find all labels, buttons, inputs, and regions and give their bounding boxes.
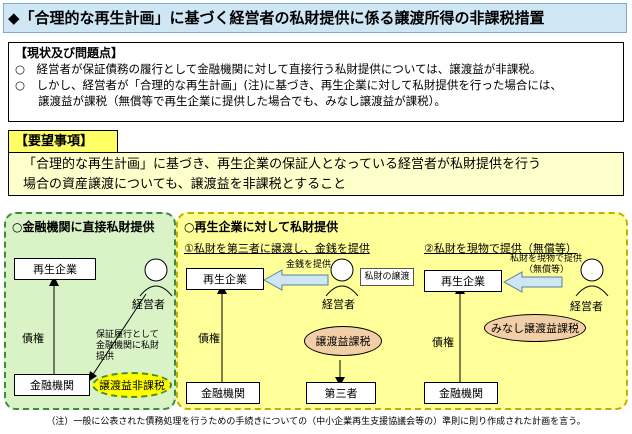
case1-claim-label: 債権	[198, 332, 220, 345]
left-manager-label: 経営者	[132, 298, 165, 311]
request-line-2: 場合の資産譲渡についても、譲渡益を非課税とすること	[23, 177, 347, 192]
status-header: 【現状及び問題点】	[15, 46, 124, 60]
right-panel	[176, 212, 628, 410]
left-panel-title: ○金融機関に直接私財提供	[12, 220, 155, 234]
right-panel-title: ○再生企業に対して私財提供	[184, 220, 339, 234]
case1-bank-box: 金融機関	[186, 382, 260, 404]
left-guarantee-note-1: 保証履行として	[96, 330, 159, 340]
status-line-2: ○ しかし、経営者が「合理的な再生計画」(注)に基づき、再生企業に対して私財提供…	[15, 78, 562, 92]
case1-money-label: 金銭を提供	[286, 260, 332, 270]
case2-inkind-label-1: 私財を現物で提供	[510, 254, 583, 264]
case2-company-box: 再生企業	[424, 270, 502, 292]
case1-sale-label: 私財の譲渡	[360, 268, 414, 286]
left-provision-line	[91, 293, 147, 377]
footnote: （注）一般に公表された債務処理を行うための手続きについての（中小企業再生支援協議…	[46, 417, 586, 427]
case2-bank-box: 金融機関	[424, 382, 498, 404]
case2-inkind-label-2: （無償等）	[524, 265, 570, 275]
case2-inkind-arrow	[502, 271, 563, 293]
left-guarantee-note-2: 金融機関に私財	[96, 341, 160, 351]
case2-manager-label: 経営者	[570, 300, 603, 313]
left-badge-tax-exempt: 譲渡益非課税	[92, 372, 172, 398]
status-section: 【現状及び問題点】 ○ 経営者が保証債務の履行として金融機関に対して直接行う私財…	[8, 42, 624, 122]
left-claim-arrowhead	[49, 276, 59, 286]
case1-title: ①私財を第三者に譲渡し、金銭を提供	[184, 242, 370, 255]
case1-manager-icon	[325, 258, 359, 297]
left-provision-arrowhead	[88, 371, 97, 382]
page-title: ◆「合理的な再生計画」に基づく経営者の私財提供に係る譲渡所得の非課税措置	[3, 3, 627, 33]
case1-sale-arrowhead	[335, 377, 345, 386]
request-line-1: 「合理的な再生計画」に基づき、再生企業の保証人となっている経営者が私財提供を行う	[23, 157, 542, 172]
left-bank-box: 金融機関	[14, 374, 90, 396]
left-company-box: 再生企業	[14, 258, 96, 280]
case1-third-party-box: 第三者	[306, 382, 376, 404]
case2-title: ②私財を現物で提供（無償等）	[424, 242, 577, 255]
left-claim-label: 債権	[22, 332, 44, 345]
status-line-1: ○ 経営者が保証債務の履行として金融機関に対して直接行う私財提供については、譲渡…	[15, 62, 542, 76]
left-manager-icon	[139, 258, 173, 297]
case2-badge-deemed-taxed: みなし譲渡益課税	[484, 314, 586, 342]
request-label: 【要望事項】	[8, 130, 118, 154]
case1-badge-taxed: 譲渡益課税	[304, 326, 382, 356]
status-line-3: 譲渡益が課税（無償等で再生企業に提供した場合でも、みなし譲渡益が課税）。	[15, 94, 446, 108]
case2-manager-icon	[575, 258, 609, 297]
case1-manager-label: 経営者	[322, 298, 355, 311]
case1-company-box: 再生企業	[186, 268, 264, 290]
case1-money-arrow	[262, 269, 329, 291]
request-section: 「合理的な再生計画」に基づき、再生企業の保証人となっている経営者が私財提供を行う…	[8, 152, 624, 196]
case2-claim-label: 債権	[432, 336, 454, 349]
left-guarantee-note-3: 提供	[96, 352, 115, 362]
